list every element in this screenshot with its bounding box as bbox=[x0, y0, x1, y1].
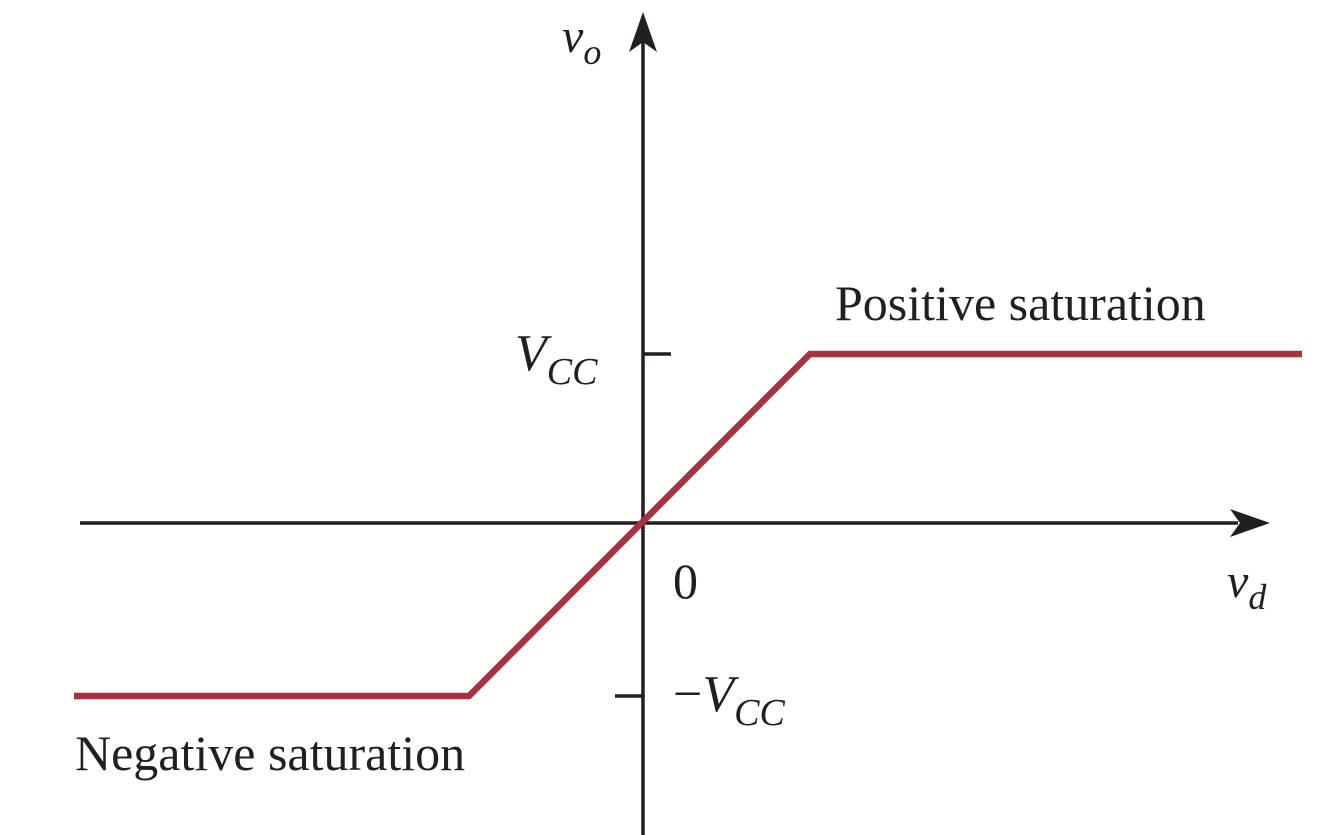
y-axis-arrowhead bbox=[629, 12, 657, 52]
vcc-label-main: V bbox=[515, 325, 552, 382]
x-axis-label-sub: d bbox=[1248, 577, 1267, 617]
negative-saturation-label: Negative saturation bbox=[75, 725, 465, 781]
y-axis-label-sub: o bbox=[583, 32, 601, 72]
x-axis-label-main: v bbox=[1227, 555, 1249, 608]
x-axis-arrowhead bbox=[1230, 509, 1270, 537]
x-axis-label: vd bbox=[1227, 555, 1267, 617]
transfer-curve bbox=[74, 350, 1302, 700]
neg-vcc-label: −VCC bbox=[673, 666, 785, 734]
y-axis-label: vo bbox=[562, 10, 601, 72]
neg-vcc-label-main: V bbox=[702, 666, 739, 723]
vcc-label-sub: CC bbox=[547, 351, 598, 393]
origin-label: 0 bbox=[673, 553, 698, 609]
vcc-label: VCC bbox=[515, 325, 598, 393]
y-axis-label-main: v bbox=[562, 10, 584, 63]
positive-saturation-label: Positive saturation bbox=[835, 275, 1206, 331]
neg-vcc-label-sub: CC bbox=[734, 692, 785, 734]
neg-vcc-sign: − bbox=[673, 666, 702, 723]
